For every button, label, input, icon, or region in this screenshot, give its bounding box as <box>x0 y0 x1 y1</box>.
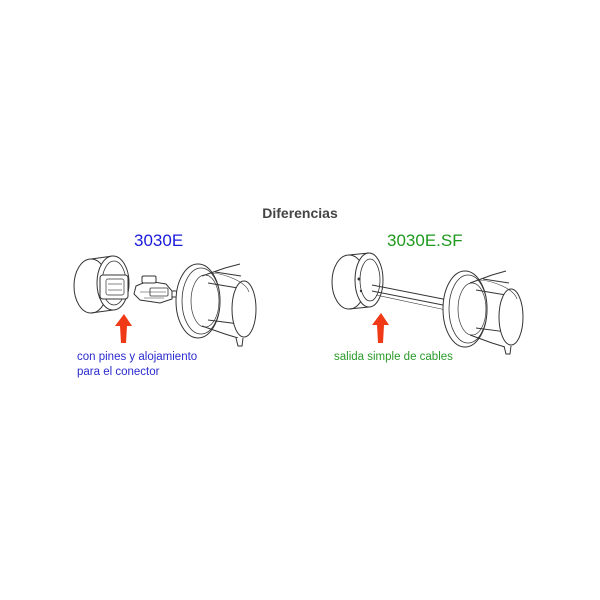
left-assembly <box>73 255 257 347</box>
right-base-cap <box>331 252 384 310</box>
right-pointer-arrow <box>372 313 389 343</box>
model-label-3030e-sf: 3030E.SF <box>387 231 463 250</box>
right-cables <box>371 284 449 311</box>
left-plug <box>133 275 182 304</box>
caption-3030e-line2: para el conector <box>77 366 160 378</box>
caption-3030e-sf: salida simple de cables <box>334 350 453 365</box>
caption-3030e-sf-line1: salida simple de cables <box>334 351 453 363</box>
diagram-title: Diferencias <box>262 205 338 221</box>
right-assembly <box>331 252 524 355</box>
right-lamp-head <box>442 270 524 355</box>
left-lamp-head <box>175 263 257 347</box>
model-label-3030e: 3030E <box>134 231 184 250</box>
left-pointer-arrow <box>115 314 132 343</box>
caption-3030e: con pines y alojamiento para el conector <box>77 350 197 380</box>
left-connector-housing <box>99 274 129 300</box>
caption-3030e-line1: con pines y alojamiento <box>77 351 198 363</box>
